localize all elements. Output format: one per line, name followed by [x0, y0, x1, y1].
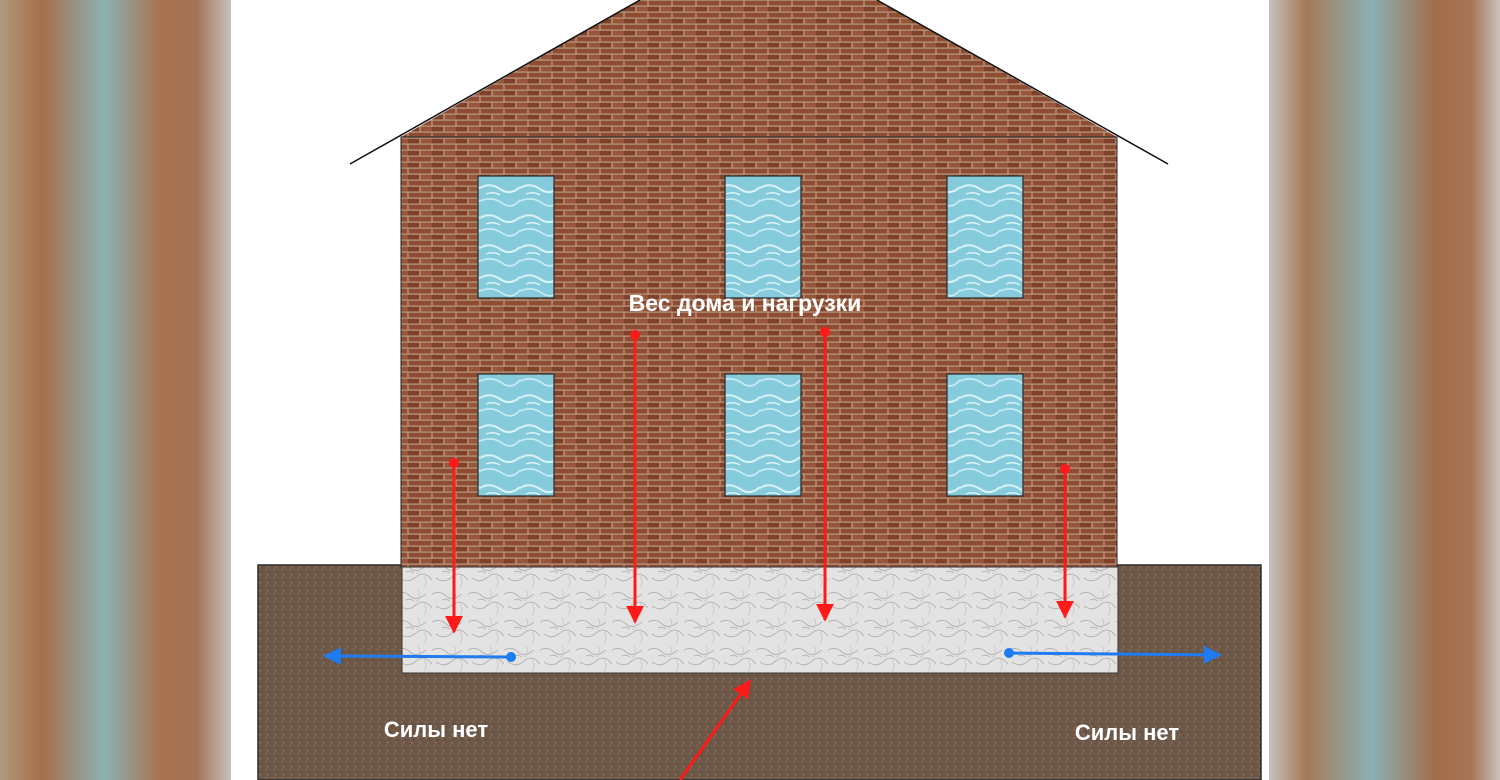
load-label: Вес дома и нагрузки	[629, 290, 862, 316]
foundation-slab	[401, 566, 1119, 674]
window-upper-left	[477, 175, 555, 299]
windows	[477, 175, 1024, 497]
load-arrow-1	[445, 458, 463, 634]
window-lower-center	[724, 373, 802, 497]
window-lower-left	[477, 373, 555, 497]
lateral-arrows	[323, 645, 1222, 666]
window-upper-right	[946, 175, 1024, 299]
no-force-label-right: Силы нет	[1075, 720, 1180, 745]
no-force-label-left: Силы нет	[384, 717, 489, 742]
window-lower-right	[946, 373, 1024, 497]
load-arrow-2	[626, 330, 644, 624]
lateral-arrow-left	[323, 647, 516, 666]
load-arrow-4	[1056, 464, 1074, 619]
window-upper-center	[724, 175, 802, 299]
lateral-arrow-right	[1004, 645, 1222, 664]
load-arrows	[445, 327, 1074, 780]
load-arrow-3	[816, 327, 834, 622]
left-blurred-backdrop	[0, 0, 231, 780]
right-blurred-backdrop	[1269, 0, 1500, 780]
reaction-arrow	[678, 679, 752, 780]
